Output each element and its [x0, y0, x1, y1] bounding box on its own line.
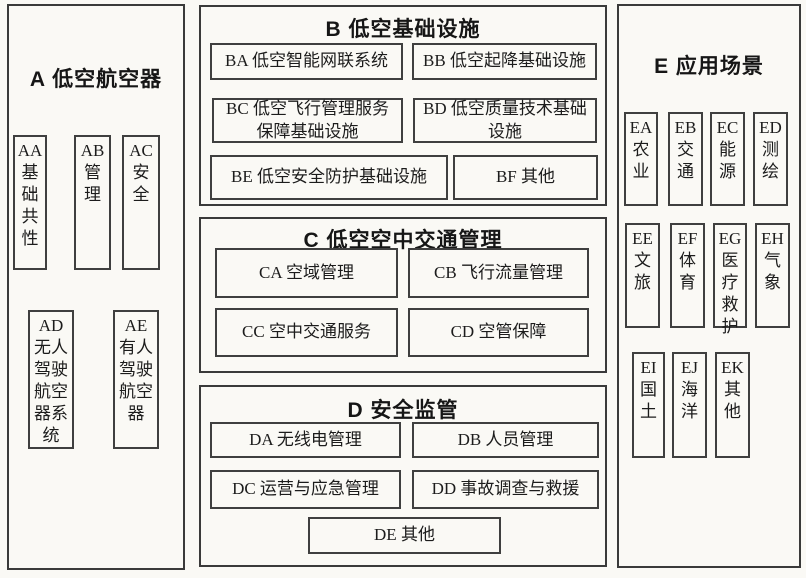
section-d-title: D 安全监管 [347, 399, 459, 422]
node-cb: CB 飞行流量管理 [408, 248, 589, 298]
node-ac: AC 安 全 [122, 135, 160, 270]
node-ea: EA 农 业 [624, 112, 658, 206]
node-eb: EB 交 通 [668, 112, 703, 206]
node-ef: EF 体 育 [670, 223, 705, 328]
node-ad: AD 无人 驾驶 航空 器系 统 [28, 310, 74, 449]
node-bf: BF 其他 [453, 155, 598, 200]
node-dd: DD 事故调查与救援 [412, 470, 599, 509]
section-d-panel: D 安全监管 DA 无线电管理 DB 人员管理 DC 运营与应急管理 DD 事故… [199, 385, 607, 567]
node-ba: BA 低空智能网联系统 [210, 43, 403, 80]
section-a-title: A 低空航空器 [29, 68, 163, 91]
node-cc: CC 空中交通服务 [215, 308, 398, 357]
node-ed: ED 测 绘 [753, 112, 788, 206]
node-eg: EG 医 疗 救 护 [713, 223, 747, 336]
node-ek: EK 其 他 [715, 352, 750, 458]
section-e-panel: E 应用场景 EA 农 业 EB 交 通 EC 能 源 ED 测 绘 EE 文 … [617, 4, 801, 568]
section-c-panel: C 低空空中交通管理 CA 空域管理 CB 飞行流量管理 CC 空中交通服务 C… [199, 217, 607, 373]
section-e-title: E 应用场景 [654, 55, 764, 78]
node-da: DA 无线电管理 [210, 422, 401, 458]
node-dc: DC 运营与应急管理 [210, 470, 401, 509]
node-be: BE 低空安全防护基础设施 [210, 155, 448, 200]
section-c-title: C 低空空中交通管理 [303, 229, 503, 252]
node-aa: AA 基 础 共 性 [13, 135, 47, 270]
node-ca: CA 空域管理 [215, 248, 398, 298]
node-bc: BC 低空飞行管理服务 保障基础设施 [212, 98, 403, 143]
node-bd: BD 低空质量技术基础 设施 [413, 98, 597, 143]
section-b-title: B 低空基础设施 [325, 18, 481, 41]
node-ab: AB 管 理 [74, 135, 111, 270]
node-ec: EC 能 源 [710, 112, 745, 206]
node-de: DE 其他 [308, 517, 501, 554]
node-ej: EJ 海 洋 [672, 352, 707, 458]
node-ei: EI 国 土 [632, 352, 665, 458]
node-eh: EH 气 象 [755, 223, 790, 328]
node-ee: EE 文 旅 [625, 223, 660, 328]
section-a-panel: A 低空航空器 AA 基 础 共 性 AB 管 理 AC 安 全 AD 无人 驾… [7, 4, 185, 570]
node-bb: BB 低空起降基础设施 [412, 43, 597, 80]
node-cd: CD 空管保障 [408, 308, 589, 357]
section-b-panel: B 低空基础设施 BA 低空智能网联系统 BB 低空起降基础设施 BC 低空飞行… [199, 5, 607, 206]
node-ae: AE 有人 驾驶 航空 器 [113, 310, 159, 449]
node-db: DB 人员管理 [412, 422, 599, 458]
